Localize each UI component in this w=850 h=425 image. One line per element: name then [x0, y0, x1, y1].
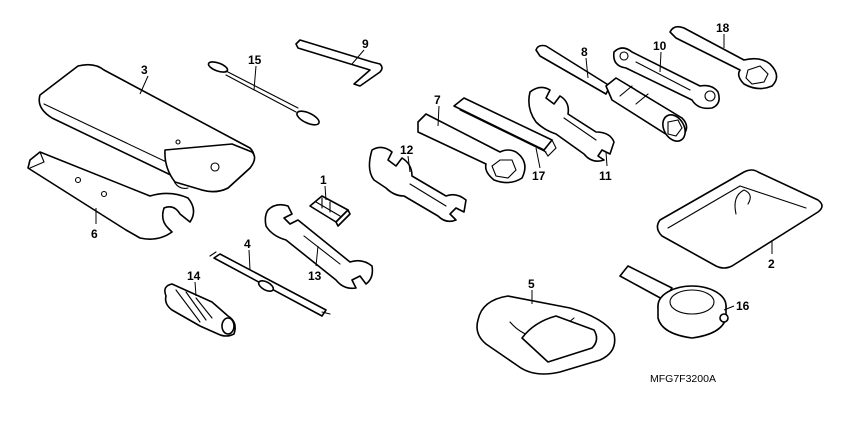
leader-4 [248, 249, 251, 271]
leader-9 [351, 49, 365, 65]
part-2-plastic-sleeve [656, 169, 823, 269]
leader-13 [315, 245, 319, 267]
callout-13: 13 [308, 269, 322, 283]
callout-10: 10 [653, 39, 667, 53]
leader-16 [723, 305, 735, 311]
callout-3: 3 [141, 63, 148, 77]
part-7-box-wrench [417, 113, 526, 184]
leader-11 [605, 151, 608, 167]
leader-17 [535, 147, 541, 169]
callout-16: 16 [736, 299, 750, 313]
callout-8: 8 [581, 45, 588, 59]
part-9-hex-wrench [295, 39, 383, 87]
part-4-screwdriver-shaft [209, 251, 331, 317]
part-1-fuse-puller [309, 195, 351, 227]
leader-12 [407, 155, 411, 173]
callout-11: 11 [599, 169, 612, 183]
part-10-combination-wrench [612, 47, 720, 110]
part-6-pin-spanner [27, 151, 195, 240]
leader-7 [437, 105, 440, 127]
leader-1 [324, 185, 327, 201]
leader-lines [95, 34, 773, 311]
part-11-open-wrench [528, 86, 615, 162]
leader-3 [139, 75, 149, 95]
part-12-open-wrench [368, 146, 467, 223]
callout-15: 15 [248, 53, 262, 67]
part-13-open-wrench [264, 203, 374, 290]
part-18-box-wrench [669, 25, 778, 90]
callout-9: 9 [362, 37, 369, 51]
callout-12: 12 [400, 143, 414, 157]
callout-5: 5 [528, 277, 535, 291]
callout-7: 7 [434, 93, 441, 107]
leader-8 [585, 57, 589, 79]
callout-14: 14 [187, 269, 201, 283]
part-15-cable [207, 61, 320, 126]
leader-14 [194, 281, 197, 297]
part-16-pressure-gauge [619, 265, 729, 339]
callout-6: 6 [91, 227, 98, 241]
callout-labels: 1 2 3 4 5 6 7 8 9 10 11 12 13 14 15 16 1… [91, 21, 775, 313]
part-5-pouch [476, 295, 616, 375]
leader-15 [253, 65, 257, 91]
drawing-code: MFG7F3200A [650, 373, 716, 385]
callout-18: 18 [716, 21, 730, 35]
callout-4: 4 [244, 237, 251, 251]
part-8-spark-plug-wrench [535, 44, 688, 142]
part-3-tool-bag [38, 63, 256, 193]
callout-17: 17 [532, 169, 546, 183]
callout-1: 1 [320, 173, 327, 187]
part-17-wrench-sleeve [453, 97, 557, 157]
callout-2: 2 [768, 257, 775, 271]
leader-10 [659, 51, 662, 73]
part-14-screwdriver-handle [164, 283, 236, 337]
